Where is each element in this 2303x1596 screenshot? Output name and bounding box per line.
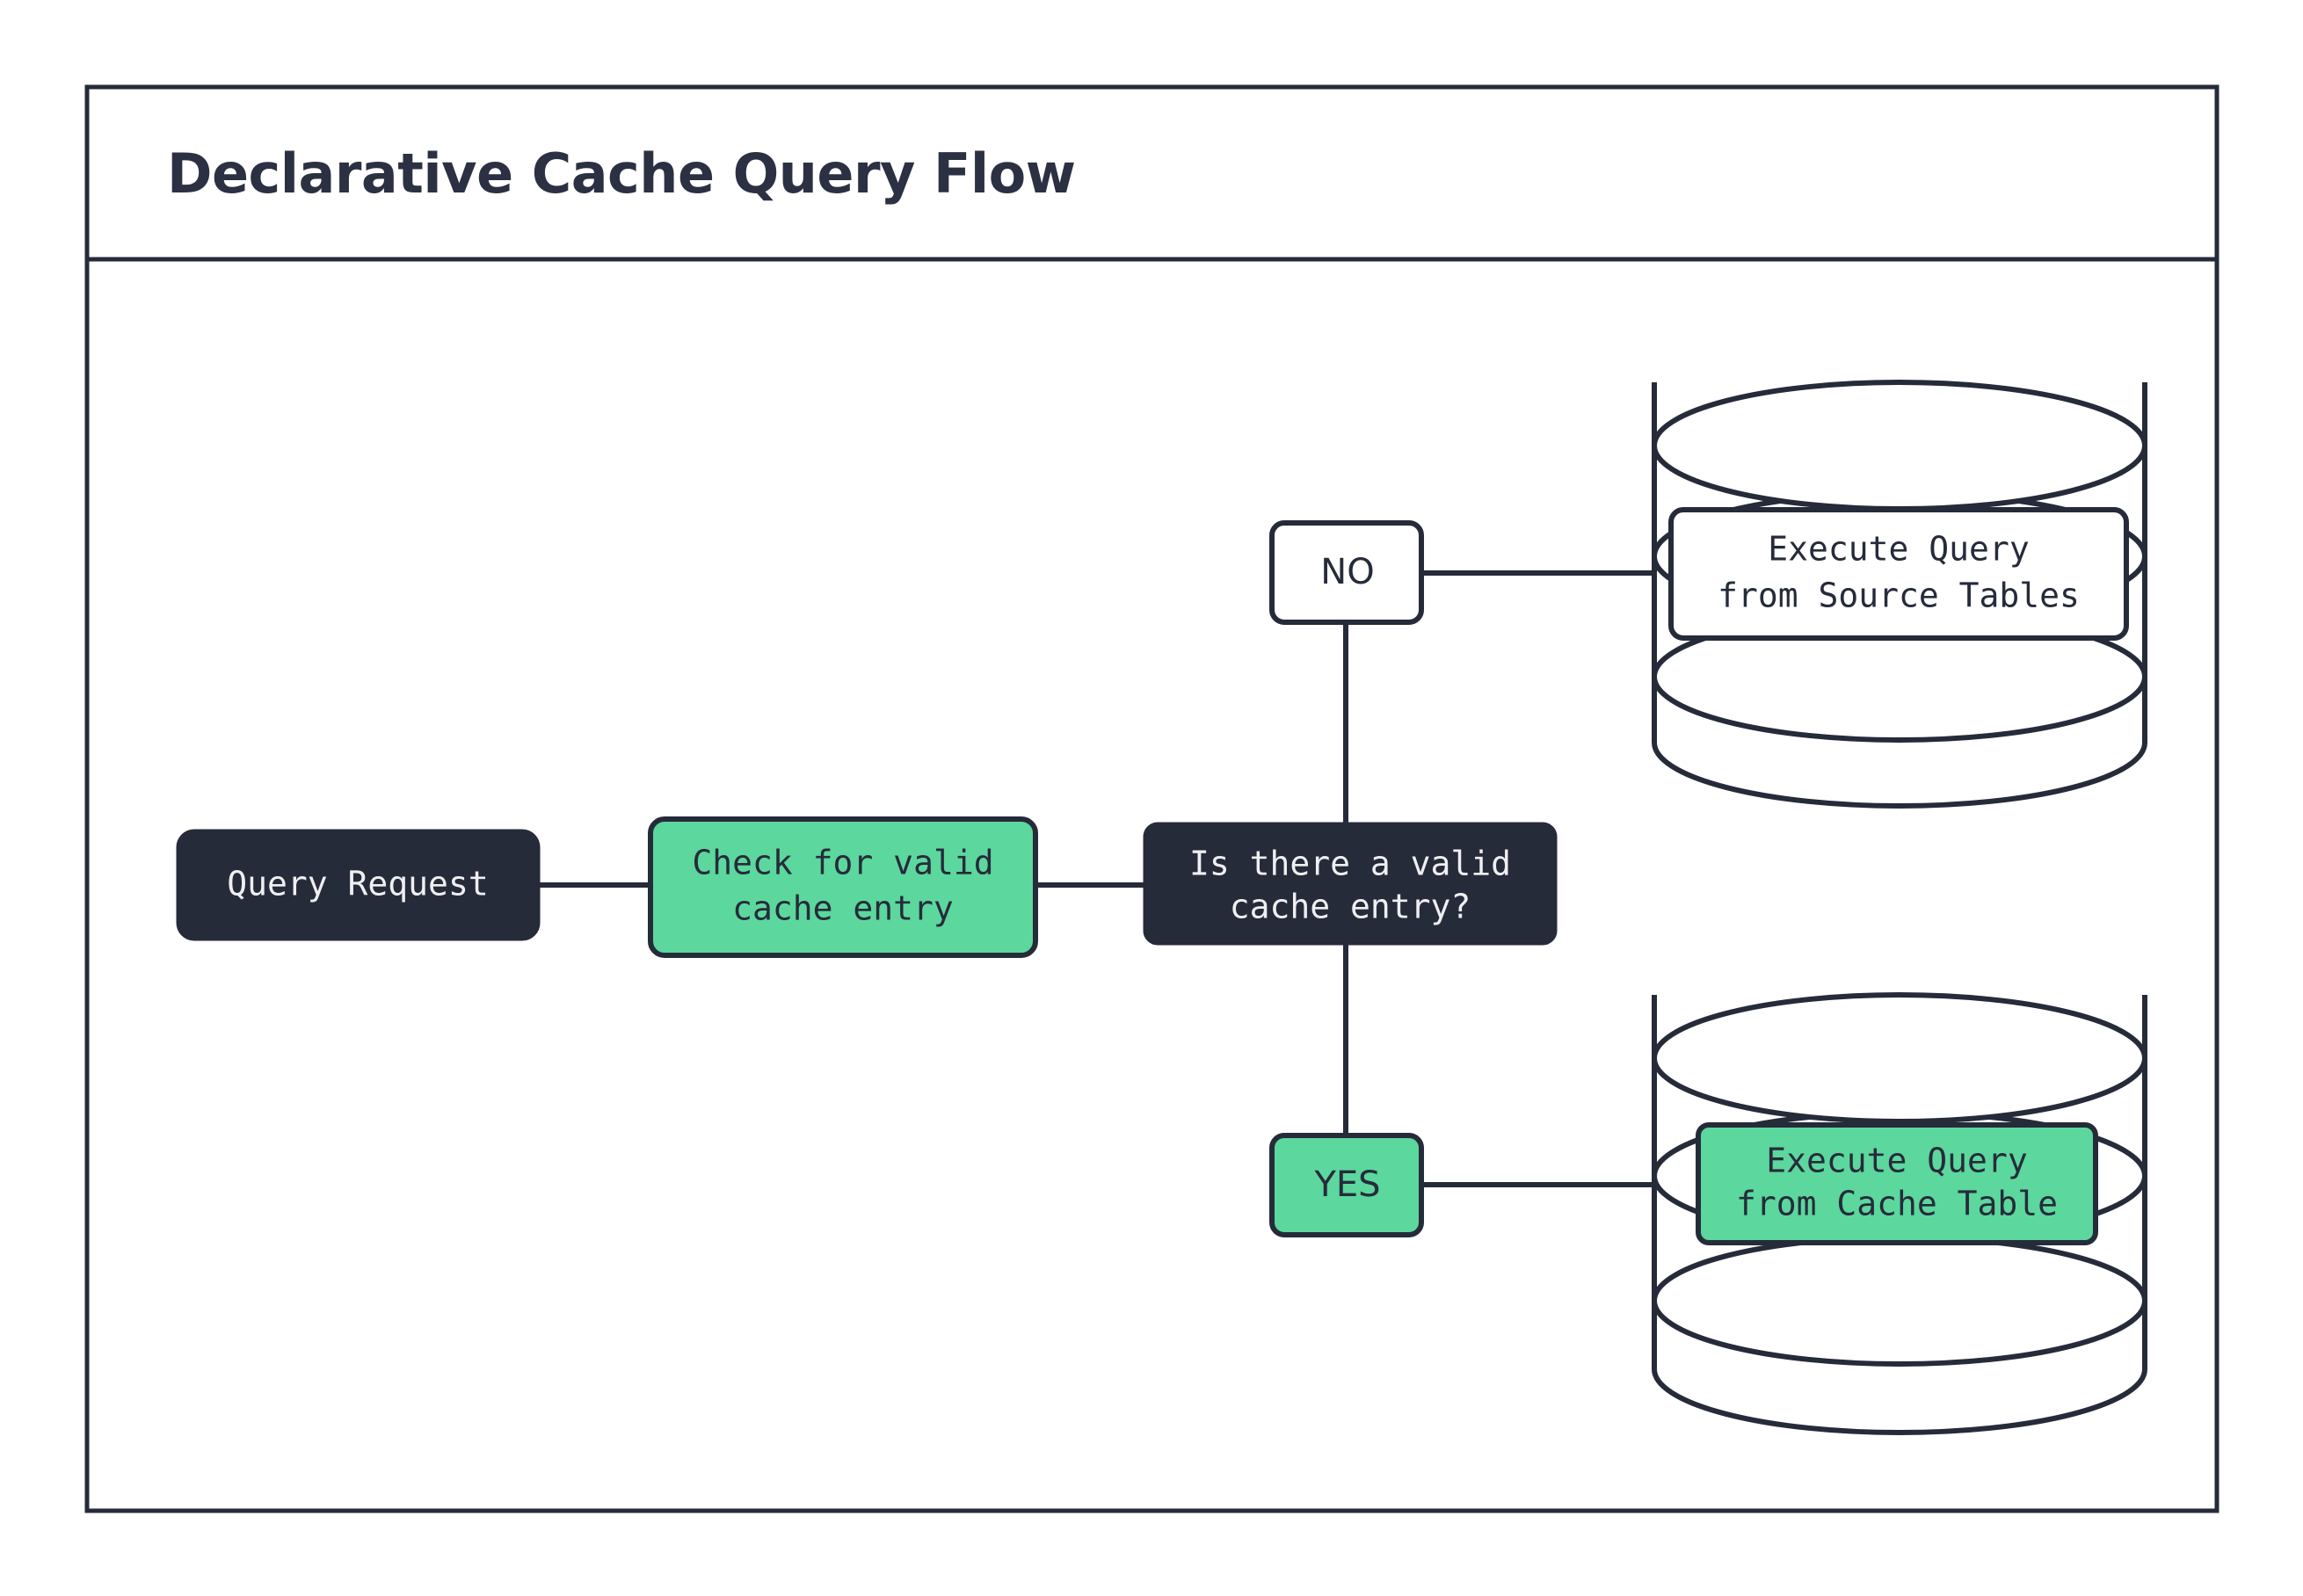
database-cylinder-cache-table	[1652, 992, 2147, 1435]
node-check-cache[interactable]: Check for valid cache entry	[648, 816, 1038, 958]
node-cache-table-label-line1: Execute Query	[1766, 1142, 2027, 1180]
node-branch-no[interactable]: NO	[1269, 520, 1424, 625]
node-source-tables[interactable]: Execute Query from Source Tables	[1668, 507, 2129, 641]
node-decision-box[interactable]	[1143, 822, 1558, 946]
node-branch-yes[interactable]: YES	[1269, 1133, 1424, 1237]
node-branch-no-box[interactable]	[1269, 520, 1424, 625]
node-branch-yes-label: YES	[1313, 1164, 1380, 1205]
node-query-request-box[interactable]	[176, 829, 541, 941]
node-source-tables-label-line2: from Source Tables	[1718, 577, 2080, 615]
node-query-request-label: Query Request	[227, 865, 488, 903]
page-title: Declarative Cache Query Flow	[167, 141, 1076, 206]
node-cache-table-box[interactable]	[1696, 1122, 2098, 1245]
node-branch-yes-box[interactable]	[1269, 1133, 1424, 1237]
node-check-cache-label-line2: cache entry	[732, 889, 954, 928]
node-query-request[interactable]: Query Request	[176, 829, 541, 941]
node-decision-label-line1: Is there a valid	[1189, 845, 1511, 883]
node-source-tables-box[interactable]	[1668, 507, 2129, 641]
node-decision-label-line2: cache entry?	[1230, 888, 1471, 926]
node-check-cache-box[interactable]	[648, 816, 1038, 958]
node-branch-no-label: NO	[1320, 552, 1374, 592]
node-cache-table[interactable]: Execute Query from Cache Table	[1696, 1122, 2098, 1245]
node-check-cache-label-line1: Check for valid	[692, 844, 993, 882]
node-source-tables-label-line1: Execute Query	[1768, 530, 2029, 569]
node-decision[interactable]: Is there a valid cache entry?	[1143, 822, 1558, 946]
node-cache-table-label-line2: from Cache Table	[1736, 1185, 2058, 1223]
diagram-frame	[84, 84, 2219, 1513]
